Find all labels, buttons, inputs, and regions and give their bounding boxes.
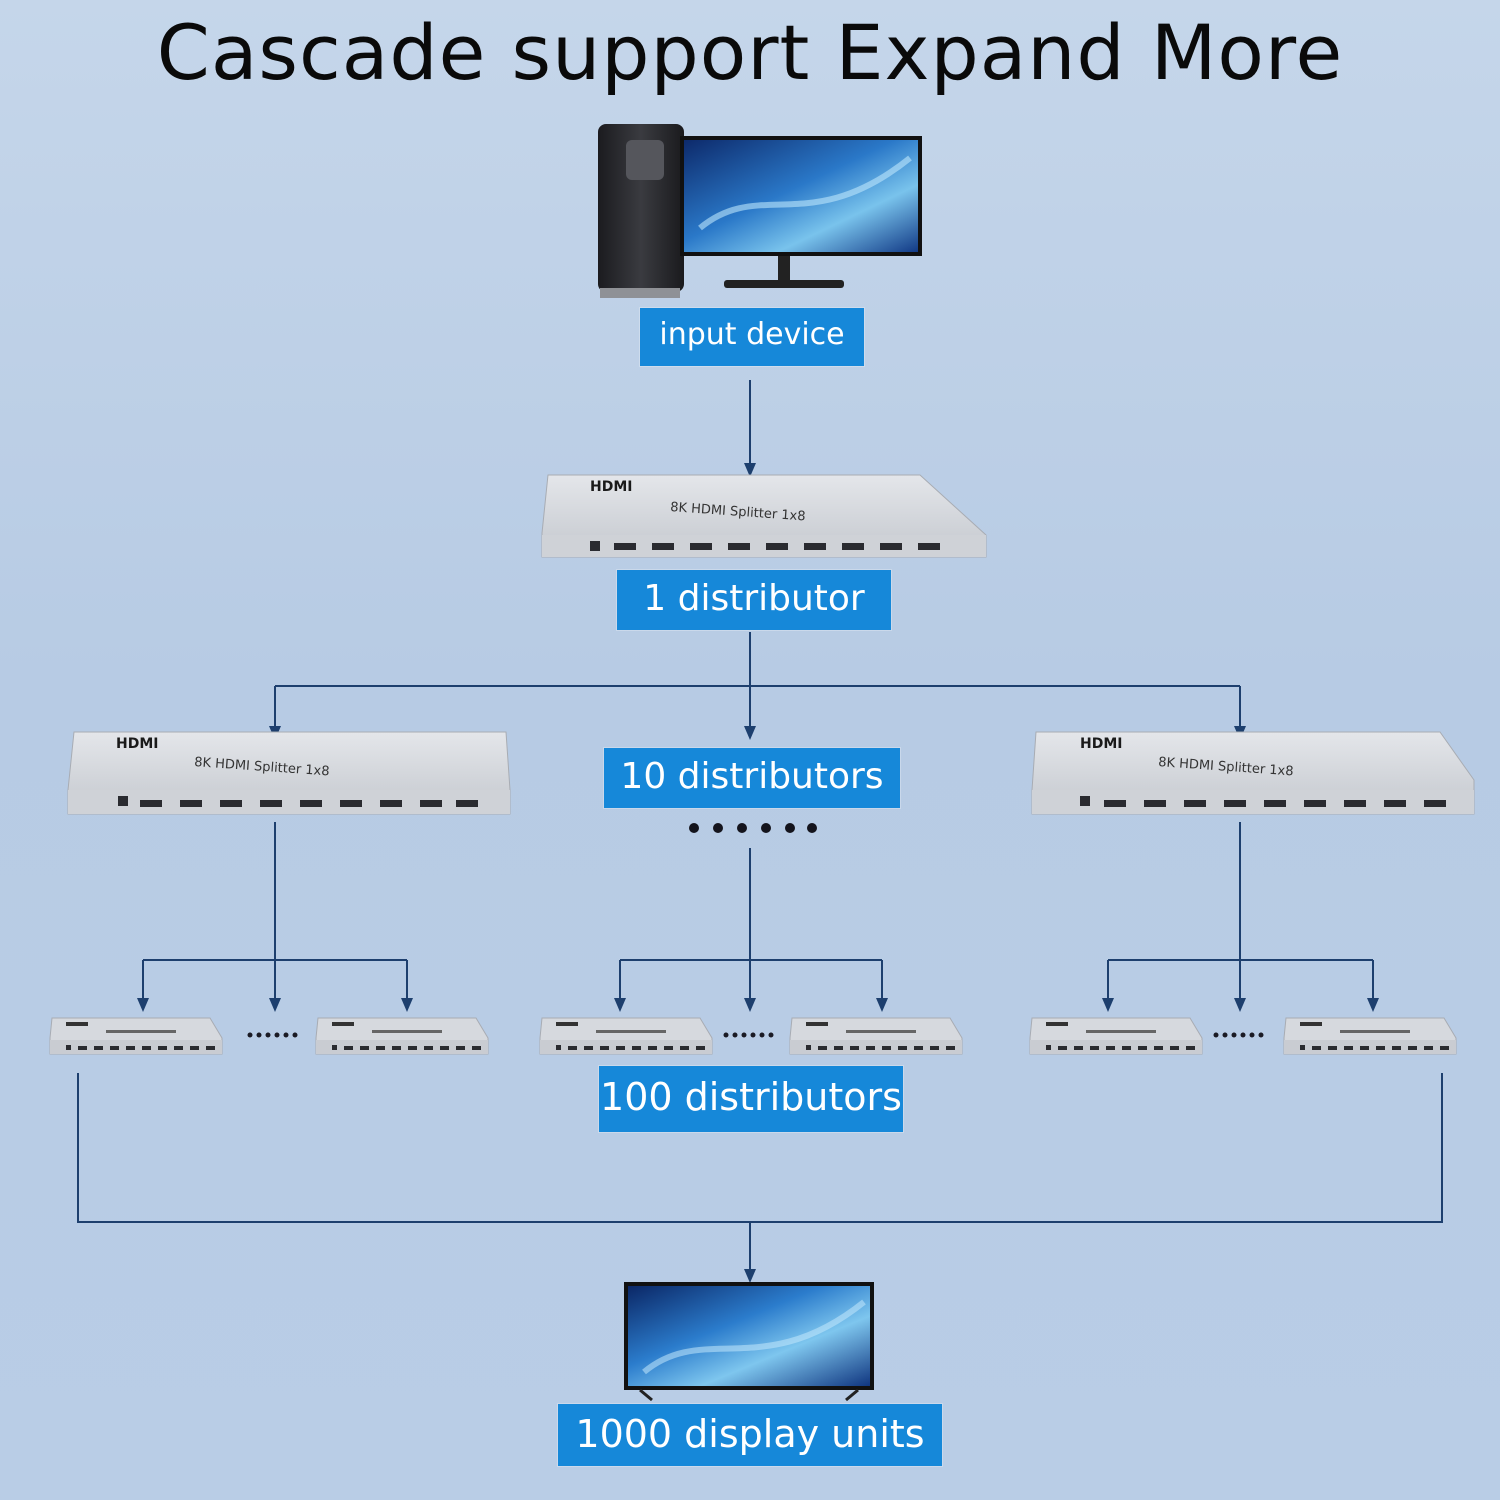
mini-splitter bbox=[49, 1017, 223, 1055]
mini-splitter bbox=[315, 1017, 489, 1055]
mini-splitter bbox=[1029, 1017, 1203, 1055]
splitter-brand: HDMI bbox=[590, 479, 632, 495]
splitter-device-level1: HDMI 8K HDMI Splitter 1x8 bbox=[541, 474, 987, 558]
output-label: 1000 display units bbox=[558, 1404, 942, 1466]
pc-with-monitor-icon bbox=[598, 124, 922, 298]
level3-label: 100 distributors bbox=[599, 1066, 903, 1132]
page-title: Cascade support Expand More bbox=[156, 8, 1344, 97]
level3-splitter-row bbox=[49, 1017, 1457, 1055]
mini-splitter bbox=[539, 1017, 713, 1055]
splitter-device-level2-left: HDMI 8K HDMI Splitter 1x8 bbox=[67, 731, 511, 815]
level2-label: 10 distributors bbox=[604, 748, 900, 808]
ellipsis-dots bbox=[689, 823, 817, 833]
mini-splitter bbox=[789, 1017, 963, 1055]
svg-text:HDMI: HDMI bbox=[116, 736, 158, 752]
mini-splitter bbox=[1283, 1017, 1457, 1055]
level1-label: 1 distributor bbox=[617, 570, 891, 630]
input-device-label: input device bbox=[640, 308, 864, 366]
display-tv-icon bbox=[624, 1282, 874, 1402]
splitter-device-level2-right: HDMI 8K HDMI Splitter 1x8 bbox=[1031, 731, 1475, 815]
svg-text:HDMI: HDMI bbox=[1080, 736, 1122, 752]
